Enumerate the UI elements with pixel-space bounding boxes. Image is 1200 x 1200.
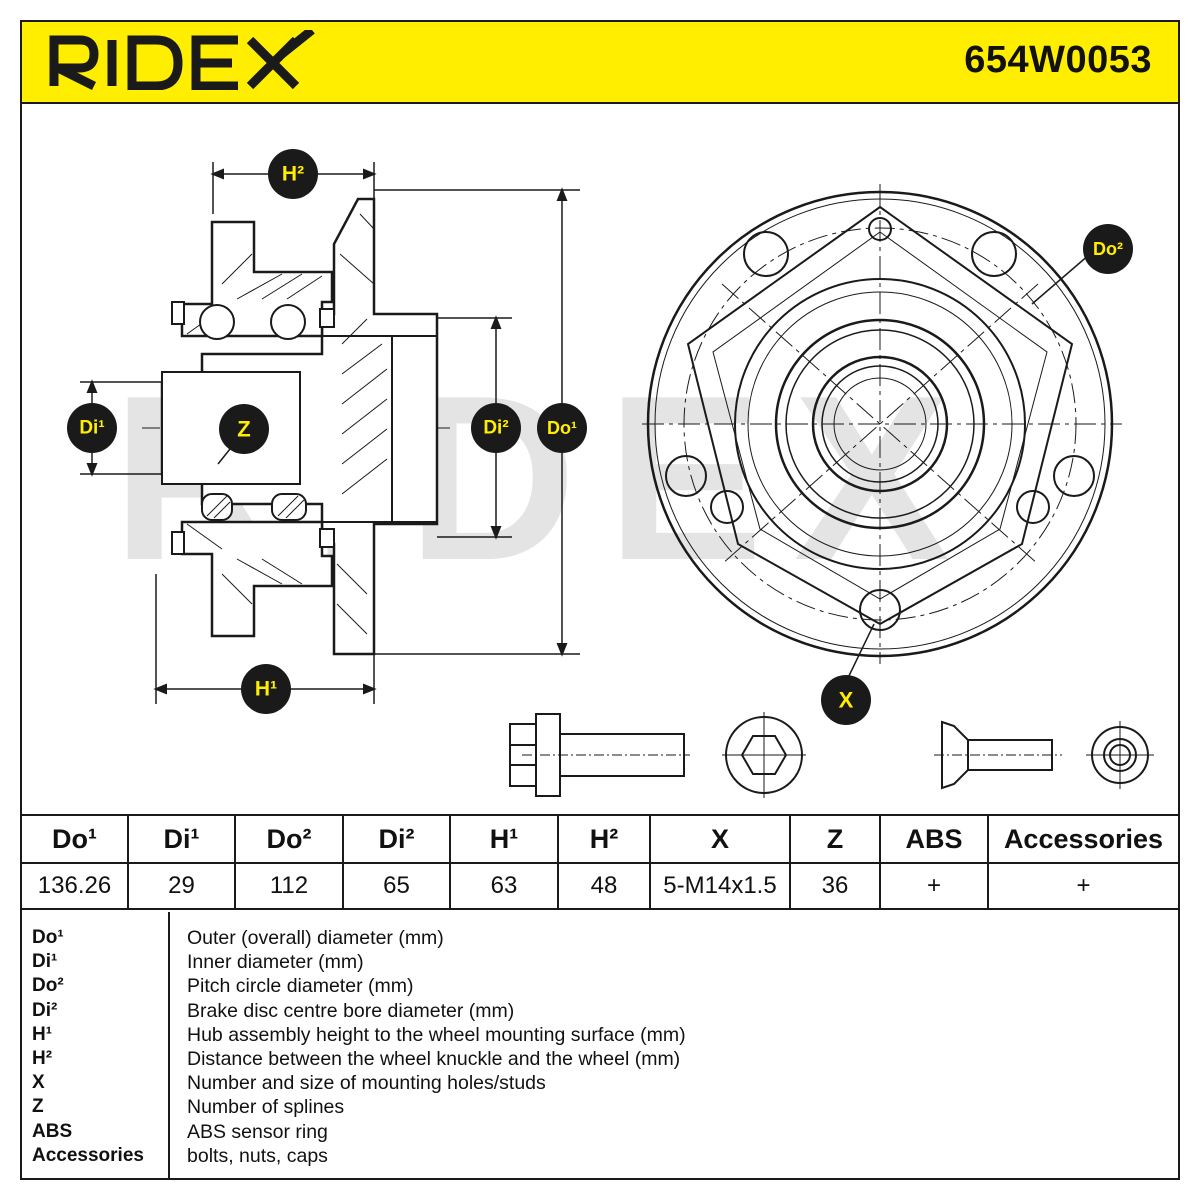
legend-description: Brake disc centre bore diameter (mm)	[187, 999, 515, 1022]
legend-code: H²	[32, 1047, 53, 1069]
svg-text:X: X	[839, 688, 854, 713]
spec-value: +	[987, 862, 1178, 910]
label-do2: Do²	[1083, 224, 1133, 274]
legend-description: Distance between the wheel knuckle and t…	[187, 1047, 681, 1070]
svg-text:Do¹: Do¹	[547, 418, 577, 438]
legend-description: Outer (overall) diameter (mm)	[187, 927, 444, 949]
legend-description: Pitch circle diameter (mm)	[187, 975, 414, 998]
bolt-torx-end-view	[1086, 721, 1154, 789]
spec-header: Do¹	[22, 814, 129, 864]
legend-descriptions: Outer (overall) diameter (mm) Inner diam…	[187, 926, 1167, 1168]
svg-text:H¹: H¹	[255, 678, 277, 701]
label-di1: Di¹	[67, 403, 117, 453]
spec-value: 48	[557, 862, 651, 910]
spec-value: 29	[127, 862, 236, 910]
datasheet: 654W0053 RIDEX	[20, 20, 1180, 1180]
svg-text:Di²: Di²	[483, 418, 508, 439]
bolt-hex-side-view	[509, 713, 690, 797]
spec-header: Z	[789, 814, 881, 864]
svg-text:H²: H²	[282, 163, 304, 186]
legend-code: H¹	[32, 1023, 53, 1045]
spec-header: ABS	[879, 814, 989, 864]
spec-value: 136.26	[22, 862, 129, 910]
legend-codes: Do¹ Di¹ Do² Di² H¹ H² X Z ABS Accessorie…	[32, 926, 166, 1168]
hub-section-view	[80, 162, 580, 704]
legend-code: Di¹	[32, 951, 58, 973]
spec-header: Do²	[234, 814, 344, 864]
legend-description: Number of splines	[187, 1096, 345, 1119]
legend-code: ABS	[32, 1120, 73, 1142]
spec-table-header-row: Do¹ Di¹ Do² Di² H¹ H² X Z ABS Accessorie…	[22, 814, 1178, 864]
svg-text:Di¹: Di¹	[79, 418, 104, 439]
legend-divider	[168, 912, 170, 1178]
brand-logo	[49, 30, 315, 90]
label-x: X	[821, 675, 871, 725]
spec-value: 65	[342, 862, 451, 910]
legend-code: Z	[32, 1096, 44, 1118]
spec-header: Di²	[342, 814, 451, 864]
hub-front-view	[642, 184, 1122, 683]
spec-table-value-row: 136.26 29 112 65 63 48 5-M14x1.5 36 + +	[22, 862, 1178, 910]
legend-description: Number and size of mounting holes/studs	[187, 1072, 546, 1095]
legend-code: Di²	[32, 999, 58, 1021]
legend-code: X	[32, 1072, 45, 1094]
bolt-torx-side-view	[934, 720, 1062, 790]
label-di2: Di²	[471, 403, 521, 453]
svg-text:Do²: Do²	[1093, 239, 1123, 259]
label-z: Z	[219, 404, 269, 454]
bolt-hex-end-view	[722, 712, 806, 798]
label-do1: Do¹	[537, 403, 587, 453]
svg-text:Z: Z	[237, 417, 250, 442]
legend-description: bolts, nuts, caps	[187, 1144, 328, 1167]
spec-header: H¹	[449, 814, 559, 864]
part-number: 654W0053	[964, 39, 1152, 81]
legend-code: Do²	[32, 975, 64, 997]
legend-description: Hub assembly height to the wheel mountin…	[187, 1023, 686, 1046]
header-bar: 654W0053	[22, 22, 1178, 104]
spec-header: Accessories	[987, 814, 1178, 864]
legend-description: Inner diameter (mm)	[187, 951, 364, 974]
spec-header: Di¹	[127, 814, 236, 864]
legend-description: ABS sensor ring	[187, 1120, 328, 1143]
spec-header: X	[649, 814, 791, 864]
spec-value: +	[879, 862, 989, 910]
spec-value: 36	[789, 862, 881, 910]
spec-value: 112	[234, 862, 344, 910]
legend-code: Accessories	[32, 1144, 144, 1166]
spec-value: 5-M14x1.5	[649, 862, 791, 910]
spec-value: 63	[449, 862, 559, 910]
technical-drawing: RIDEX	[67, 149, 1154, 798]
label-h1: H¹	[241, 664, 291, 714]
label-h2: H²	[268, 149, 318, 199]
spec-table: Do¹ Di¹ Do² Di² H¹ H² X Z ABS Accessorie…	[22, 814, 1178, 910]
spec-header: H²	[557, 814, 651, 864]
legend: Do¹ Di¹ Do² Di² H¹ H² X Z ABS Accessorie…	[22, 912, 1178, 1178]
legend-code: Do¹	[32, 927, 64, 948]
